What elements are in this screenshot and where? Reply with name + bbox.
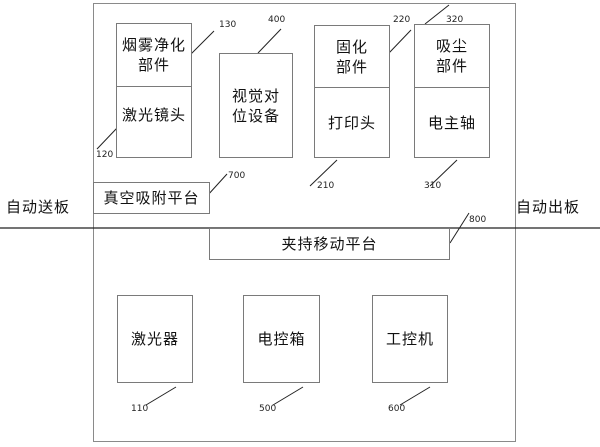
leader-320 <box>424 4 450 25</box>
auto-output-label: 自动出板 <box>516 198 581 216</box>
ref-120: 120 <box>96 150 114 160</box>
ref-400: 400 <box>268 15 286 25</box>
leader-400 <box>257 28 282 54</box>
leader-700 <box>206 173 228 197</box>
vision-alignment-device: 视觉对 位设备 <box>219 53 293 158</box>
leader-130 <box>190 30 215 55</box>
ref-220: 220 <box>393 15 411 25</box>
ref-210: 210 <box>317 181 335 191</box>
laser-label: 激光器 <box>130 330 179 348</box>
laser-lens-label: 激光镜头 <box>121 106 186 124</box>
control-box-label: 电控箱 <box>257 330 306 348</box>
leader-120 <box>96 127 118 150</box>
clamp-platform: 夹持移动平台 <box>209 228 450 260</box>
ipc-label: 工控机 <box>385 330 434 348</box>
spindle-label: 电主轴 <box>427 113 476 132</box>
vacuum-platform-label: 真空吸附平台 <box>103 189 200 207</box>
ref-700: 700 <box>228 171 246 181</box>
divider <box>117 86 191 87</box>
ref-500: 500 <box>259 404 277 414</box>
clamp-platform-label: 夹持移动平台 <box>281 235 378 253</box>
leader-110 <box>145 386 177 406</box>
ref-800: 800 <box>469 215 487 225</box>
vacuum-platform: 真空吸附平台 <box>93 182 210 214</box>
ref-600: 600 <box>388 404 406 414</box>
ref-130: 130 <box>219 20 237 30</box>
ref-320: 320 <box>446 15 464 25</box>
dust-suction-label: 吸尘 部件 <box>435 37 468 75</box>
curing-label: 固化 部件 <box>335 37 368 76</box>
spindle-unit: 吸尘 部件 电主轴 <box>414 24 490 158</box>
ipc-box: 工控机 <box>372 295 448 383</box>
fume-purifier-label: 烟雾净化 部件 <box>121 36 186 74</box>
vision-alignment-label: 视觉对 位设备 <box>231 86 280 125</box>
print-head-label: 打印头 <box>327 113 376 132</box>
leader-210 <box>309 159 338 187</box>
laser-head-unit: 烟雾净化 部件 激光镜头 <box>116 23 192 158</box>
leader-310 <box>429 159 458 187</box>
leader-220 <box>388 29 412 54</box>
auto-feed-label: 自动送板 <box>6 198 71 216</box>
divider <box>415 87 489 88</box>
ref-310: 310 <box>424 181 442 191</box>
leader-600 <box>399 386 431 406</box>
leader-500 <box>272 386 304 406</box>
divider <box>315 87 389 88</box>
control-box: 电控箱 <box>243 295 320 383</box>
ref-110: 110 <box>131 404 149 414</box>
laser-box: 激光器 <box>117 295 193 383</box>
print-unit: 固化 部件 打印头 <box>314 25 390 158</box>
leader-800 <box>449 212 470 244</box>
